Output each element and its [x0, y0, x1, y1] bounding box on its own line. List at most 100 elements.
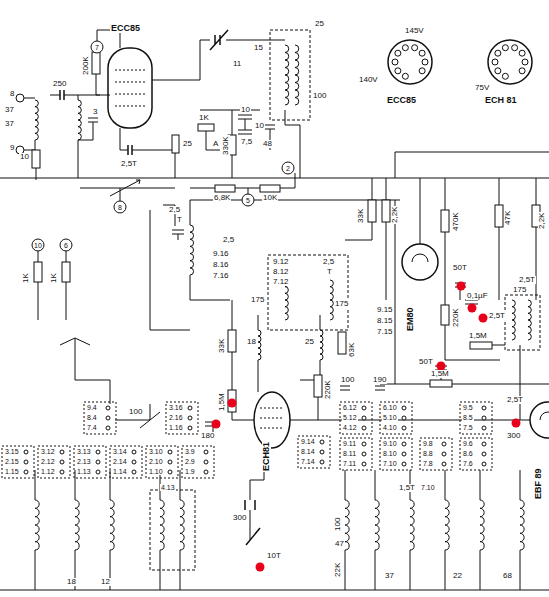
switch-wafer: [460, 438, 492, 470]
switch-contact-label: 2.10: [148, 458, 164, 465]
component-value: 9.12: [272, 258, 290, 266]
component-value: 25: [314, 20, 325, 28]
switch-contact: [96, 450, 100, 454]
tube-outline: [388, 40, 432, 84]
switch-contact: [362, 442, 366, 446]
component-value: 7.12: [272, 278, 290, 286]
capacitor-symbol: [245, 500, 260, 545]
component-value: 2,5T: [506, 396, 524, 404]
resistor-symbol: [338, 332, 346, 354]
tube-outline: [254, 392, 290, 448]
tube-pin: [519, 68, 525, 74]
tube-outline: [402, 244, 438, 280]
component-value: 1,5M: [468, 332, 488, 340]
component-value: 68: [502, 572, 513, 580]
resistor-symbol: [260, 185, 280, 192]
tube-outline: [402, 244, 438, 280]
tube-type: EM80: [406, 306, 415, 332]
switch-contact: [362, 426, 366, 430]
switch-contact: [132, 460, 136, 464]
coil-symbol: [180, 500, 184, 550]
coil-symbol: [78, 100, 81, 140]
tube-pin: [492, 59, 498, 65]
terminal: [16, 94, 24, 102]
component-value: 15: [253, 44, 264, 52]
terminal: [32, 239, 44, 251]
component-value: 1K: [22, 272, 30, 284]
component-value: 8.16: [212, 261, 230, 269]
switch-contact: [402, 416, 406, 420]
terminal: [91, 41, 103, 53]
tube-pin: [502, 73, 508, 79]
wire: [380, 200, 549, 384]
component-value: 2,5T: [518, 276, 536, 284]
tube-outline: [254, 392, 290, 448]
wire: [180, 550, 181, 590]
wire: [35, 470, 36, 500]
switch-contact: [482, 442, 486, 446]
component-value: 33K: [357, 208, 365, 224]
switch-contact: [482, 462, 486, 466]
coil-symbol: [445, 500, 449, 550]
component-value: 7.15: [376, 328, 394, 336]
tube-pin: [395, 68, 401, 74]
coil-symbol: [75, 500, 79, 550]
component-value: 1K: [50, 272, 58, 284]
tube-grid: [115, 82, 145, 83]
terminal: [114, 201, 126, 213]
switch-contact-label: 4.10: [382, 424, 398, 431]
marker-dot: [457, 282, 466, 291]
resistor-symbol: [368, 200, 376, 222]
tube-type: ECC85: [386, 96, 417, 105]
tube-envelope: EM80: [402, 244, 438, 280]
tube-pin: [419, 68, 425, 74]
switch-contact: [362, 462, 366, 466]
coil-symbol: [110, 500, 114, 550]
switch-contact-label: 3.9: [184, 448, 196, 455]
tube-envelope: EBF 89: [530, 402, 549, 438]
switch-contact-label: 1.14: [112, 468, 128, 475]
tube-pin: [395, 50, 401, 56]
switch-contact-label: 9.10: [382, 440, 398, 447]
switch-contact-label: 1.13: [76, 468, 92, 475]
switch-contact-label: 8.14: [300, 448, 316, 455]
switch-contact: [60, 470, 64, 474]
switch-contact-label: 7.11: [342, 460, 357, 467]
switch-contact: [482, 426, 486, 430]
tube-type: ECH81: [262, 441, 271, 472]
resistor-symbol: [92, 52, 100, 74]
component-value: 8.12: [272, 268, 290, 276]
coil-symbol: [520, 500, 524, 550]
switch-contact-label: 9.5: [462, 404, 474, 411]
coil-symbol: [258, 330, 261, 360]
resistor-symbol: [228, 330, 236, 352]
wire: [80, 180, 175, 202]
wire: [0, 590, 549, 591]
terminal: [282, 162, 294, 174]
component-value: 2,5T: [488, 312, 506, 320]
component-value: 18: [246, 338, 257, 346]
tube-outline: [388, 40, 432, 84]
component-value: 190: [372, 376, 387, 384]
switch-contact-label: 3.14: [112, 448, 128, 455]
resistor-symbol: [495, 205, 503, 227]
tube-pin: [512, 45, 518, 51]
switch-contact: [24, 470, 28, 474]
tube-grid: [115, 70, 145, 71]
switch-contact-label: 6.10: [382, 404, 398, 411]
component-value: 100: [340, 376, 355, 384]
coil-symbol: [375, 500, 379, 550]
tube-pin: [522, 59, 528, 65]
coil-symbol: [295, 45, 299, 105]
component-value: 37: [4, 120, 15, 128]
marker-dot: [212, 420, 221, 429]
wire: [0, 30, 549, 590]
switch-contact: [402, 442, 406, 446]
tuning-box: [150, 490, 195, 570]
switch-contact-label: 7.4: [86, 424, 98, 431]
wire: [435, 345, 505, 384]
switch-contact-label: 3.12: [40, 448, 56, 455]
switch-wafer: [146, 446, 178, 478]
wire: [345, 470, 346, 500]
